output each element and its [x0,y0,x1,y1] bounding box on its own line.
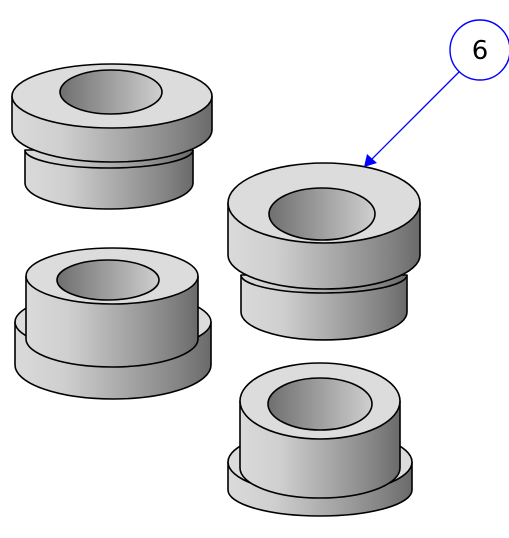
leader-line [369,71,460,162]
callout-balloon [449,19,509,81]
callout-label: 6 [472,36,489,66]
bushing-top-left [11,63,213,210]
leader-arrowhead [364,154,377,167]
bushing-middle-right [227,162,421,341]
bushing-bottom-right [227,362,413,517]
callout-6: 6 [364,19,509,167]
bushing-bottom-left [14,247,212,400]
